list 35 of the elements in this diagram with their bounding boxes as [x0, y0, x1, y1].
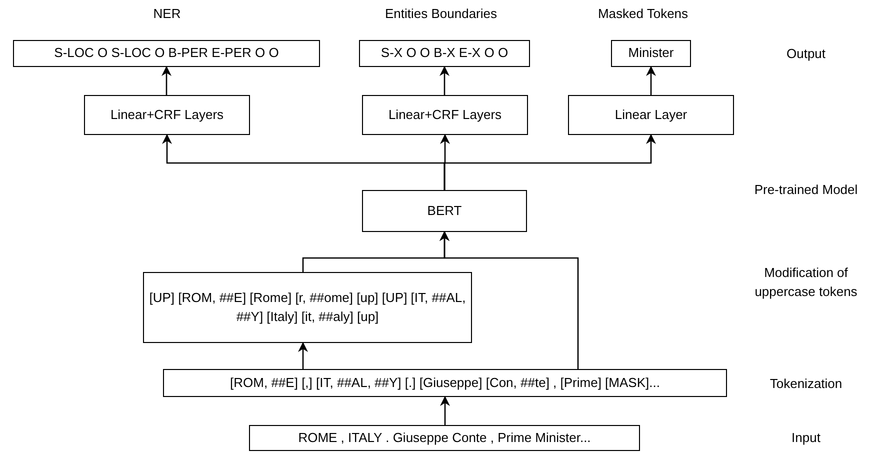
arrow — [298, 342, 308, 369]
layer-box — [362, 95, 528, 135]
layer-box — [568, 95, 734, 135]
input-box — [249, 425, 640, 451]
node-label: [ROM, ##E] [,] [IT, ##AL, ##Y] [.] [Giuseppe] [Con, ##te] , [Prime] [MASK]... — [230, 374, 660, 392]
arrow — [440, 66, 450, 95]
output-box — [359, 40, 530, 67]
output-box — [13, 40, 320, 67]
process-box — [163, 369, 727, 397]
arrow — [440, 231, 579, 369]
layer-label: Tokenization — [770, 375, 842, 393]
node-label: Linear+CRF Layers — [388, 106, 502, 124]
layer-label: Input — [792, 429, 820, 447]
layer-label: Output — [786, 45, 826, 63]
node-label: S-LOC O S-LOC O B-PER E-PER O O — [54, 44, 279, 62]
model-box — [362, 190, 527, 232]
output-box — [611, 40, 691, 67]
node-label: ROME , ITALY . Giuseppe Conte , Prime Minister... — [298, 428, 591, 447]
node-label: Linear+CRF Layers — [110, 106, 224, 124]
node-label: Linear Layer — [614, 106, 688, 124]
layer-label: Modification of uppercase tokens — [754, 264, 858, 301]
layer-label: Pre-trained Model — [753, 181, 859, 199]
arrow — [162, 66, 172, 95]
heading: Masked Tokens — [598, 5, 688, 23]
arrow — [440, 396, 450, 425]
node-label: S-X O O B-X E-X O O — [380, 44, 508, 62]
heading: Entities Boundaries — [385, 5, 497, 23]
node-label: [UP] [ROM, ##E] [Rome] [r, ##ome] [up] [UP] [IT, ##AL, ##Y] [Italy] [it, ##aly] [up] — [148, 288, 467, 326]
layer-box — [84, 95, 250, 135]
process-box — [143, 272, 472, 343]
arrow — [646, 66, 656, 95]
heading: NER — [153, 5, 181, 23]
node-label: BERT — [427, 202, 462, 220]
arrow — [444, 134, 656, 190]
node-label: Minister — [628, 44, 674, 62]
